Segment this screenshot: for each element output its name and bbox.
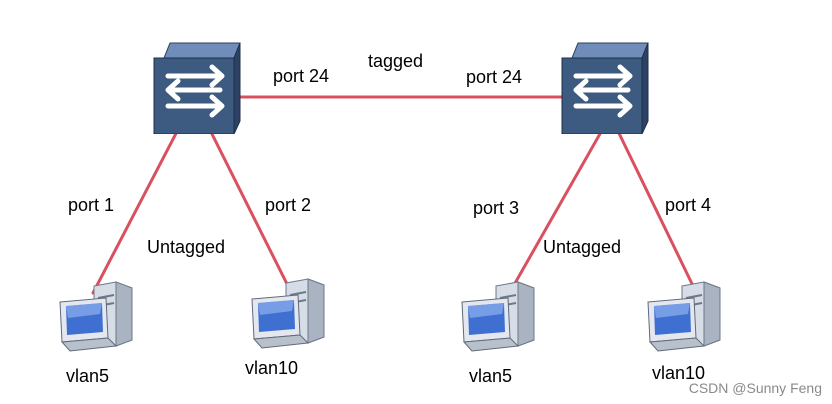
computer-icon: [251, 278, 325, 349]
trunk-label: tagged: [368, 51, 424, 71]
link-sw2-pc4: [613, 123, 697, 292]
computer-icon: [59, 281, 133, 352]
link-sw1-pc2: [203, 118, 292, 292]
sw1-trunk-port-label: port 24: [273, 66, 330, 86]
untagged-label-right: Untagged: [543, 237, 622, 257]
computer-icon: [647, 281, 721, 352]
sw2-trunk-port-label: port 24: [466, 67, 523, 87]
port-2-label: port 2: [265, 195, 312, 215]
switch-icon: [153, 42, 241, 134]
pc4-vlan-label: vlan10: [652, 363, 706, 383]
pc1-vlan-label: vlan5: [66, 366, 110, 386]
pc3-vlan-label: vlan5: [469, 366, 513, 386]
port-3-label: port 3: [473, 198, 520, 218]
port-1-label: port 1: [68, 195, 115, 215]
port-4-label: port 4: [665, 195, 712, 215]
link-sw2-pc3: [508, 123, 607, 294]
untagged-label-left: Untagged: [147, 237, 226, 257]
switch-icon: [561, 42, 649, 134]
link-sw1-pc1: [91, 118, 185, 295]
computer-icon: [461, 281, 535, 352]
watermark: CSDN @Sunny Feng: [688, 380, 822, 396]
pc2-vlan-label: vlan10: [245, 358, 299, 378]
